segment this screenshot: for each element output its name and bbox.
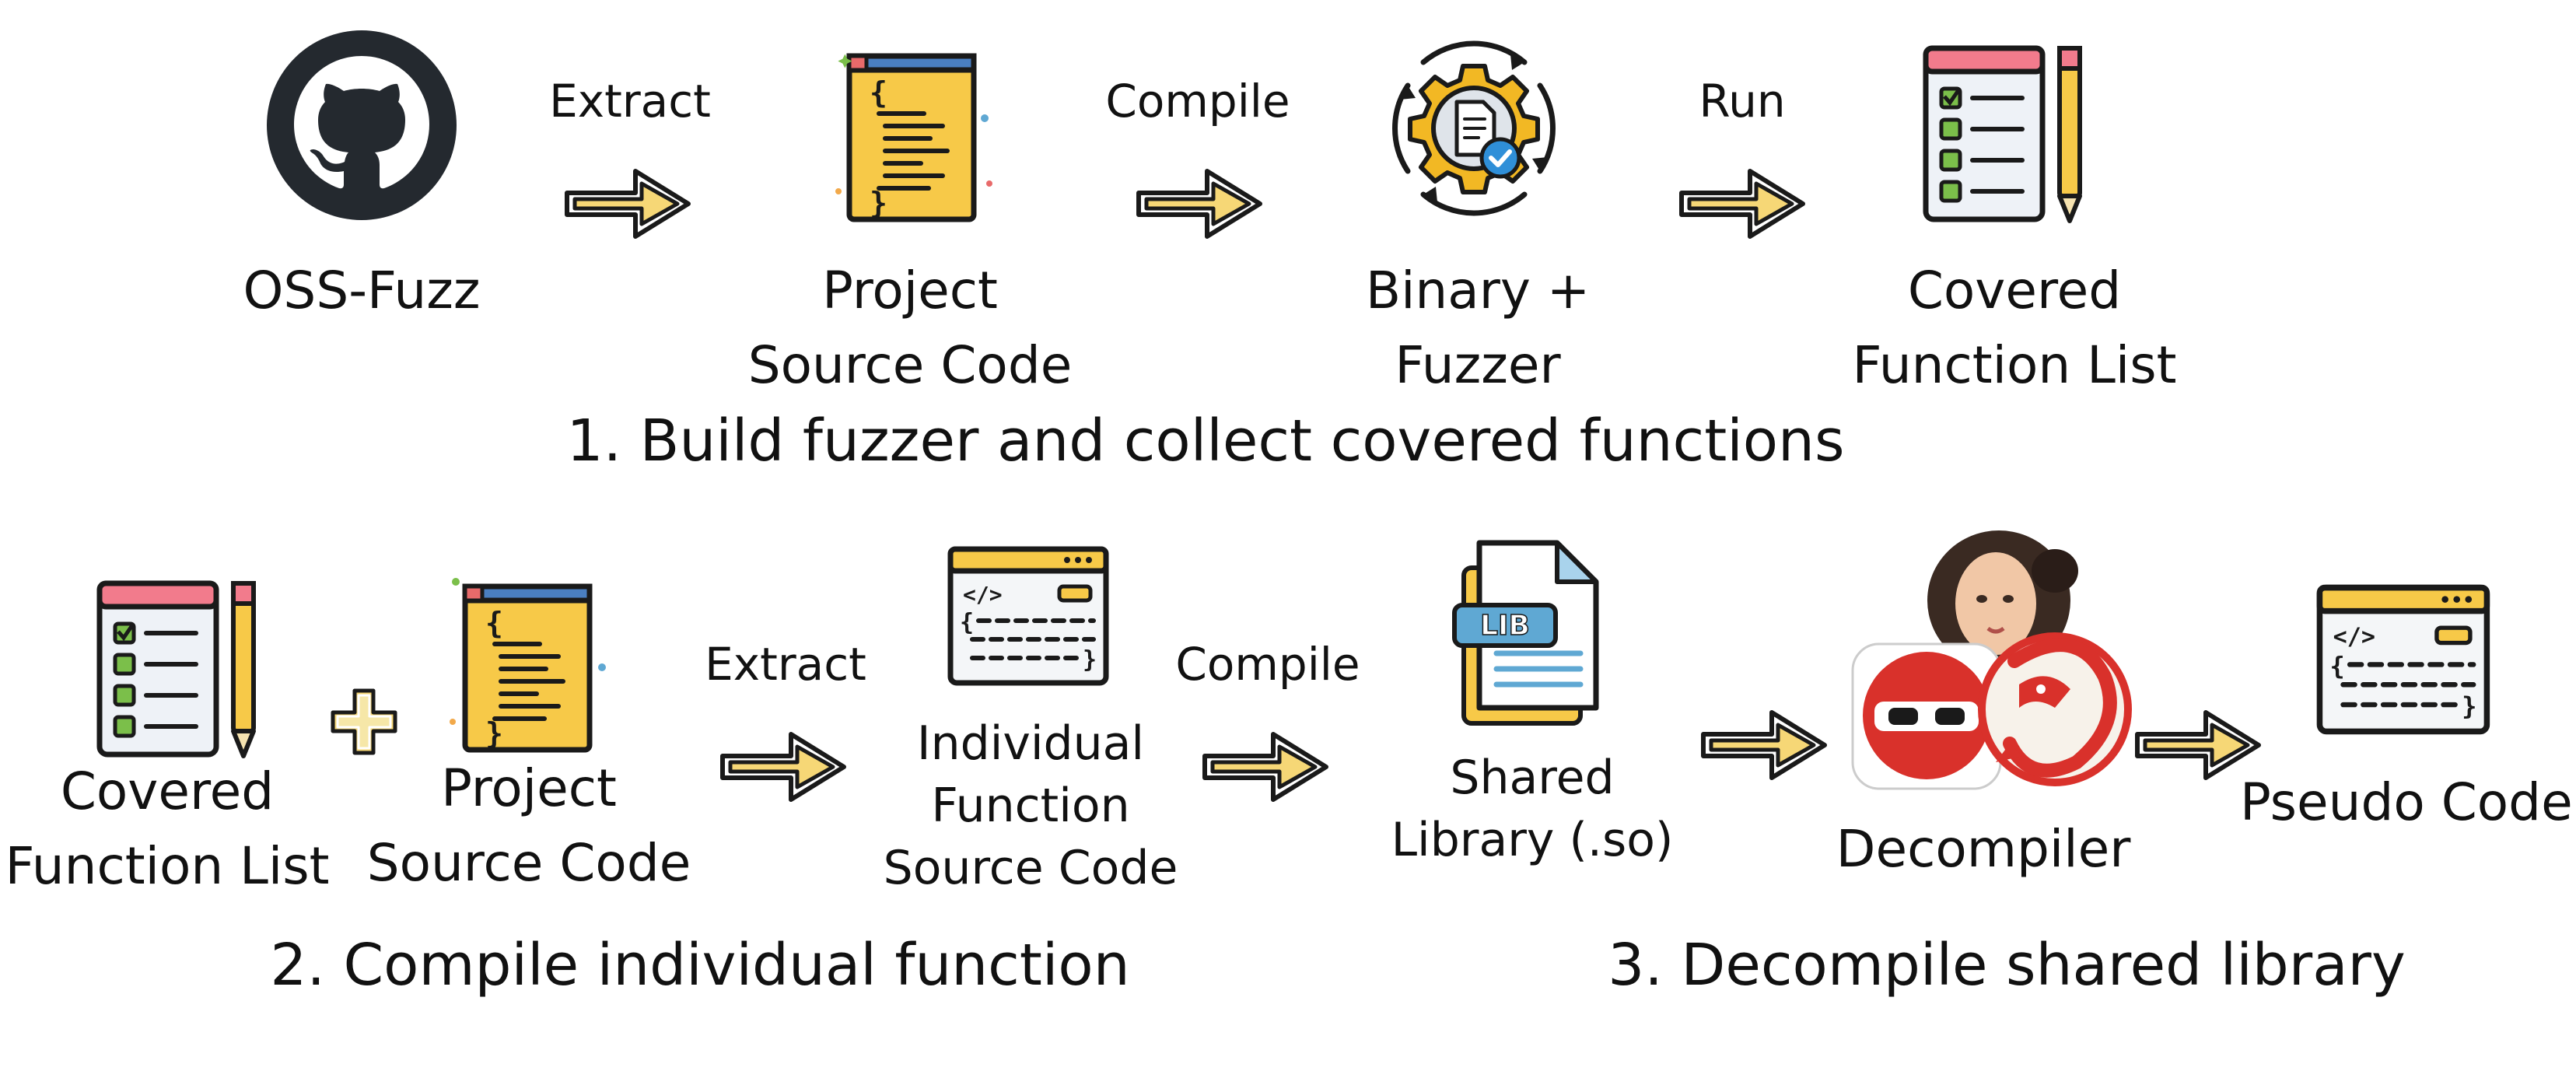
plus-icon bbox=[331, 688, 397, 755]
arrow-right-icon bbox=[1202, 728, 1331, 806]
arrow-right-icon bbox=[1136, 165, 1265, 243]
row2-title-right: 3. Decompile shared library bbox=[1608, 932, 2406, 999]
gear-document-check-icon bbox=[1392, 40, 1556, 216]
row2-title-left: 2. Compile individual function bbox=[270, 932, 1130, 999]
node-shared-library-label: Shared Library (.so) bbox=[1391, 751, 1674, 867]
edge-extract-label: Extract bbox=[549, 75, 711, 128]
node-decompiler-label: Decompiler bbox=[1836, 819, 2131, 879]
edge-compile-label: Compile bbox=[1175, 638, 1360, 691]
arrow-right-icon bbox=[1700, 706, 1829, 784]
row1-title: 1. Build fuzzer and collect covered func… bbox=[566, 408, 1845, 474]
svg-text:LIB: LIB bbox=[1480, 610, 1530, 642]
edge-extract-label: Extract bbox=[705, 638, 866, 691]
arrow-right-icon bbox=[719, 728, 849, 806]
checklist-pencil-icon bbox=[1921, 40, 2092, 235]
node-project-source-code-label: Project Source Code bbox=[747, 261, 1073, 395]
node-covered-function-list-label: Covered Function List bbox=[1852, 261, 2177, 395]
edge-compile-label: Compile bbox=[1105, 75, 1290, 128]
checklist-pencil-icon bbox=[95, 576, 266, 770]
node-individual-function-source-code-label: Individual Function Source Code bbox=[883, 716, 1178, 895]
node-pseudo-code-label: Pseudo Code bbox=[2240, 772, 2573, 832]
source-code-document-icon bbox=[835, 44, 992, 230]
node-covered-function-list-label: Covered Function List bbox=[5, 761, 330, 896]
arrow-right-icon bbox=[1678, 165, 1808, 243]
node-binary-fuzzer-label: Binary + Fuzzer bbox=[1365, 261, 1591, 395]
node-project-source-code-label: Project Source Code bbox=[366, 758, 691, 893]
source-code-document-icon bbox=[450, 578, 606, 761]
code-window-icon bbox=[946, 544, 1112, 688]
decompiler-logos-icon bbox=[1851, 530, 2132, 790]
node-oss-fuzz-label: OSS-Fuzz bbox=[243, 261, 481, 320]
code-window-icon bbox=[2315, 582, 2494, 737]
lib-file-icon: LIB bbox=[1452, 540, 1599, 726]
edge-run-label: Run bbox=[1699, 75, 1786, 128]
github-icon bbox=[267, 30, 457, 220]
arrow-right-icon bbox=[564, 165, 693, 243]
